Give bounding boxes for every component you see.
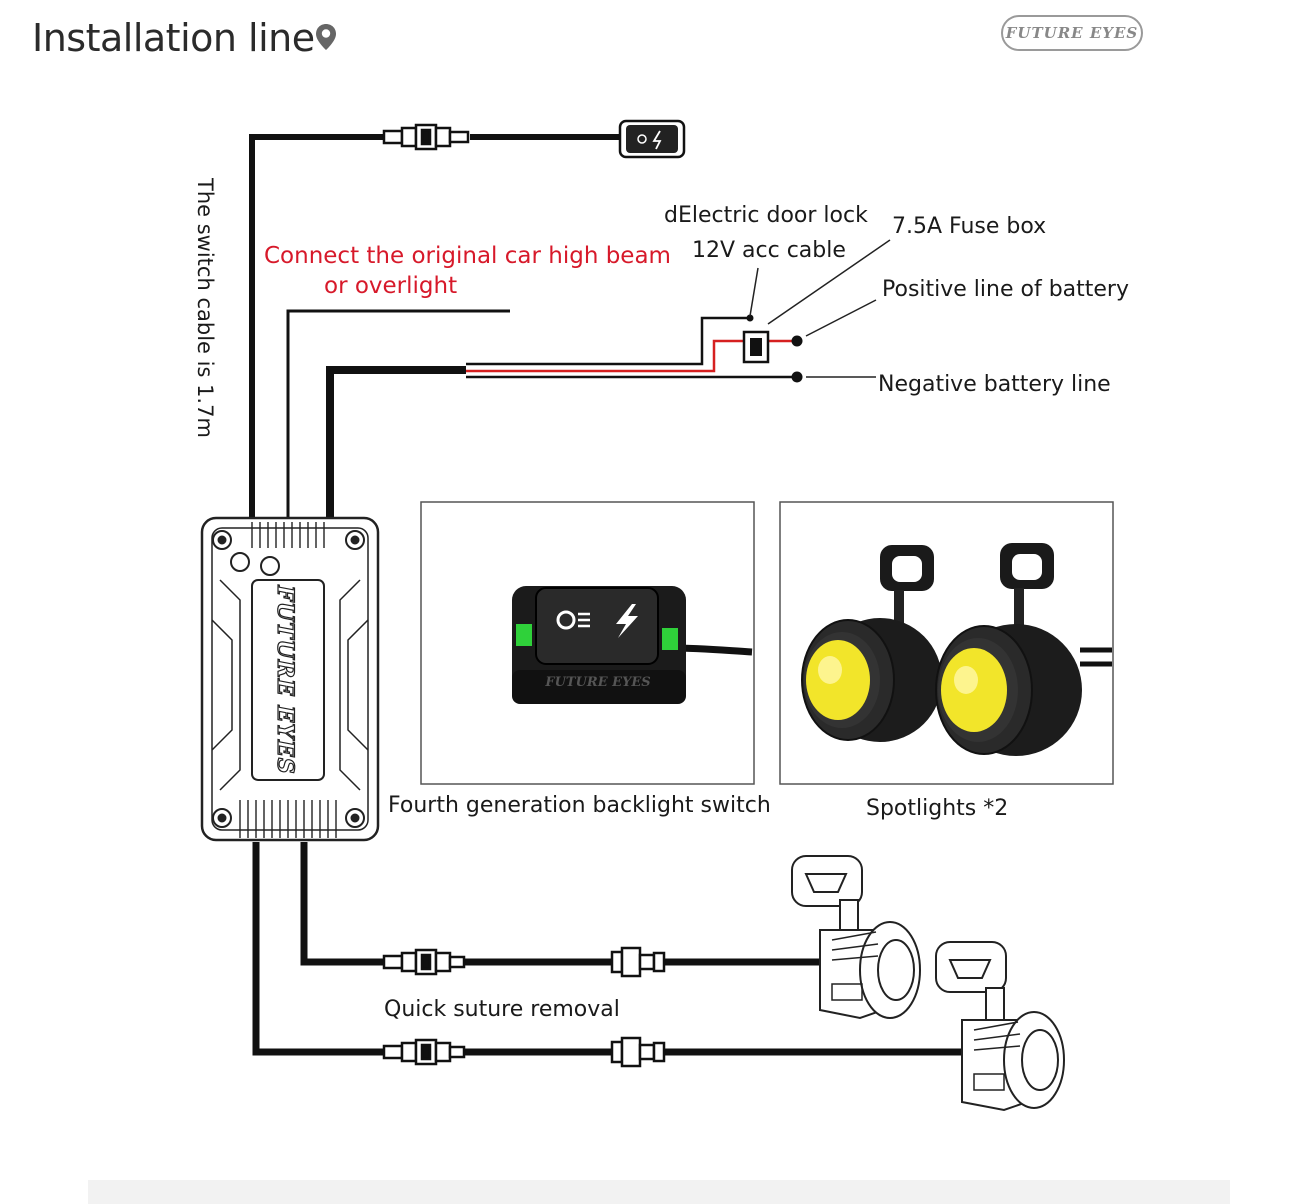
high-beam-wire <box>286 309 510 522</box>
control-module <box>200 516 380 842</box>
bottom-strip <box>88 1180 1230 1204</box>
high-beam-label-line1: Connect the original car high beam <box>264 243 671 269</box>
spotlight-2-cable <box>252 842 965 1056</box>
spotlight-drawing-1 <box>791 855 921 1020</box>
fuse-box-label: 7.5A Fuse box <box>892 214 1046 239</box>
positive-wire <box>466 339 744 373</box>
switch-cable-wire <box>249 134 622 522</box>
page-title: Installation line <box>32 16 315 60</box>
location-pin-icon <box>316 24 336 50</box>
positive-line-label: Positive line of battery <box>882 277 1129 302</box>
quick-suture-label: Quick suture removal <box>384 997 620 1022</box>
connector-b1 <box>382 1038 466 1066</box>
switch-photo-brand: FUTURE EYES <box>544 675 650 690</box>
brand-logo-badge: FUTURE EYES <box>1001 15 1143 51</box>
power-cable-wire <box>326 366 466 522</box>
spotlight-drawing-2 <box>935 941 1065 1112</box>
door-lock-label: dElectric door lock <box>664 203 868 228</box>
spotlights-photo <box>801 543 1112 756</box>
backlight-switch-photo <box>512 586 753 704</box>
high-beam-label-line2: or overlight <box>324 273 457 299</box>
connector-b2 <box>610 1036 666 1068</box>
negative-terminal <box>791 371 803 383</box>
switch-icon-small <box>618 119 686 159</box>
acc-wire <box>466 316 750 366</box>
switch-cable-label: The switch cable is 1.7m <box>193 177 217 438</box>
connector-top <box>382 123 470 151</box>
negative-line-label: Negative battery line <box>878 372 1111 397</box>
spotlights-label: Spotlights *2 <box>866 796 1008 821</box>
connector-a2 <box>610 946 666 978</box>
positive-terminal <box>791 335 803 347</box>
door-lock-terminal <box>746 314 754 322</box>
wires <box>249 134 965 1056</box>
acc-cable-label: 12V acc cable <box>692 238 846 263</box>
module-logo: FUTURE EYES <box>272 584 298 774</box>
backlight-switch-label: Fourth generation backlight switch <box>388 793 771 818</box>
connector-a1 <box>382 948 466 976</box>
spotlight-1-cable <box>300 842 820 966</box>
